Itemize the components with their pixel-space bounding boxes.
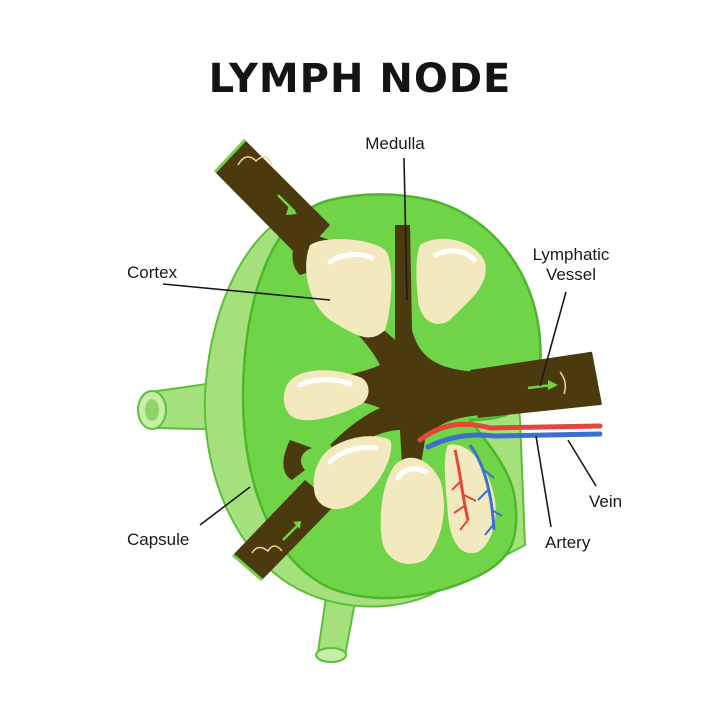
medulla: [300, 225, 480, 470]
label-capsule: Capsule: [127, 530, 189, 549]
label-vein: Vein: [589, 492, 622, 511]
blood-vessels: [417, 421, 603, 536]
follicle-1: [306, 238, 392, 338]
leader-lines: [162, 157, 597, 528]
artery: [417, 421, 603, 443]
label-cortex: Cortex: [127, 263, 178, 282]
afferent-vessel-top: [213, 138, 330, 258]
label-lymphatic-vessel-line2: Vessel: [546, 265, 596, 284]
follicle-2: [416, 238, 486, 324]
vein: [425, 431, 603, 450]
cortex-follicles: [283, 238, 496, 564]
label-artery: Artery: [545, 533, 591, 552]
follicle-5: [380, 457, 445, 564]
efferent-lymphatic-vessel: [470, 351, 602, 418]
label-medulla: Medulla: [365, 134, 425, 153]
follicle-4: [313, 436, 392, 510]
afferent-vessel-bottom: [232, 480, 335, 582]
diagram-title: LYMPH NODE: [209, 56, 512, 102]
label-lymphatic-vessel-line1: Lymphatic: [533, 245, 610, 264]
